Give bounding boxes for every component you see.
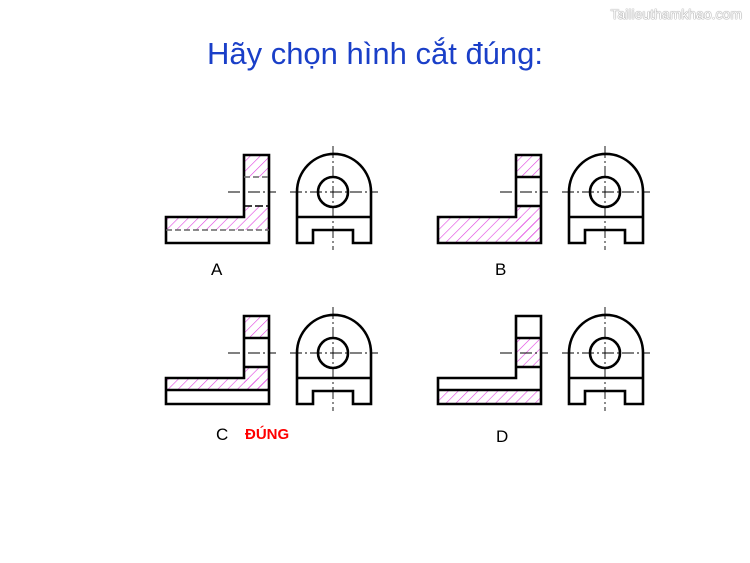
option-c-label[interactable]: C xyxy=(216,425,229,444)
watermark-text: Tailieuthamkhao.com xyxy=(610,6,742,22)
option-a-label[interactable]: A xyxy=(211,260,223,279)
option-c-drawing[interactable] xyxy=(164,305,380,413)
page-title: Hãy chọn hình cắt đúng: xyxy=(206,36,544,71)
option-b-label[interactable]: B xyxy=(495,260,507,279)
correct-answer-badge: ĐÚNG xyxy=(245,426,290,443)
option-a-drawing[interactable] xyxy=(164,144,380,252)
option-d-label[interactable]: D xyxy=(496,427,509,446)
option-d-drawing[interactable] xyxy=(436,305,652,413)
option-b-drawing[interactable] xyxy=(436,144,652,252)
